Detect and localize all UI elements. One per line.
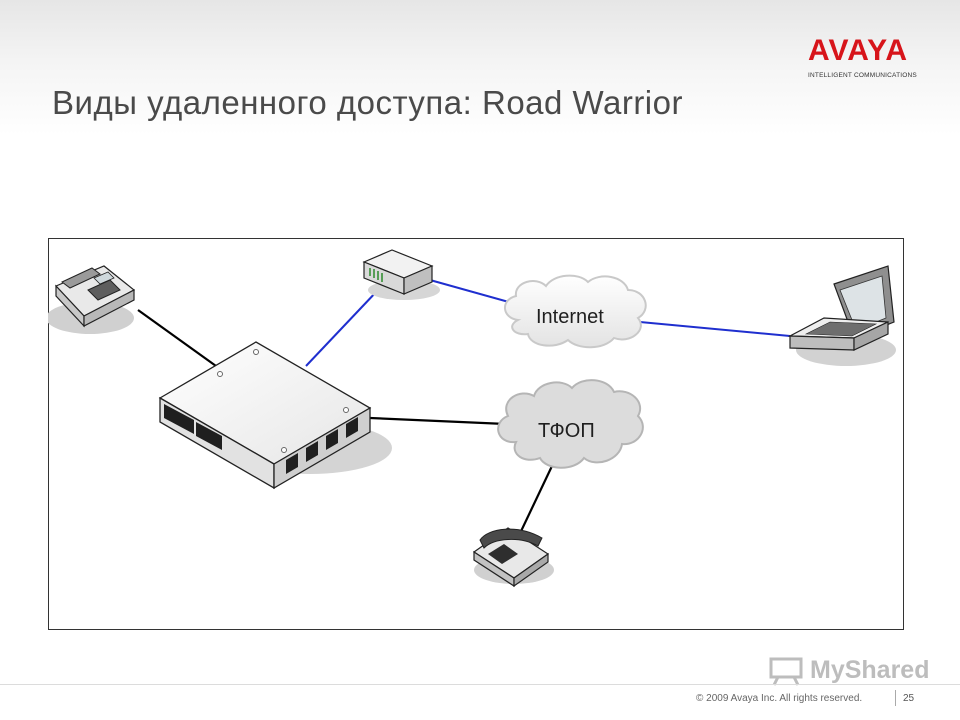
footer-separator — [895, 690, 896, 706]
avaya-logo: AVAYA INTELLIGENT COMMUNICATIONS — [808, 36, 918, 88]
watermark-text: MyShared — [810, 656, 930, 684]
internet-to-laptop-link — [639, 321, 791, 337]
internet-cloud: Internet — [504, 274, 647, 349]
laptop-icon — [787, 265, 896, 366]
internet-label: Internet — [536, 306, 604, 328]
ip-phone-icon — [48, 265, 136, 334]
logo-word: AVAYA — [808, 34, 909, 67]
myshared-watermark: MyShared — [768, 656, 930, 688]
router-to-internet-link — [429, 279, 517, 305]
watermark-board-icon — [769, 657, 803, 686]
logo-tagline: INTELLIGENT COMMUNICATIONS — [808, 72, 917, 79]
analog-telephone-icon — [472, 527, 554, 588]
page-number: 25 — [903, 693, 915, 704]
pstn-label: ТФОП — [538, 420, 595, 442]
slide-title: Виды удаленного доступа: Road Warrior — [52, 84, 683, 121]
pbx-switch-icon — [158, 341, 392, 490]
pstn-cloud: ТФОП — [497, 379, 644, 469]
pbx-to-router-link — [305, 289, 379, 367]
phone-to-pbx-link — [137, 309, 217, 367]
router-icon — [362, 249, 440, 300]
copyright-text: © 2009 Avaya Inc. All rights reserved. — [696, 693, 863, 704]
pbx-to-pstn-link — [369, 416, 507, 426]
footer-divider — [0, 684, 960, 685]
network-diagram: Internet ТФОП — [48, 238, 904, 630]
header-band — [0, 0, 960, 135]
